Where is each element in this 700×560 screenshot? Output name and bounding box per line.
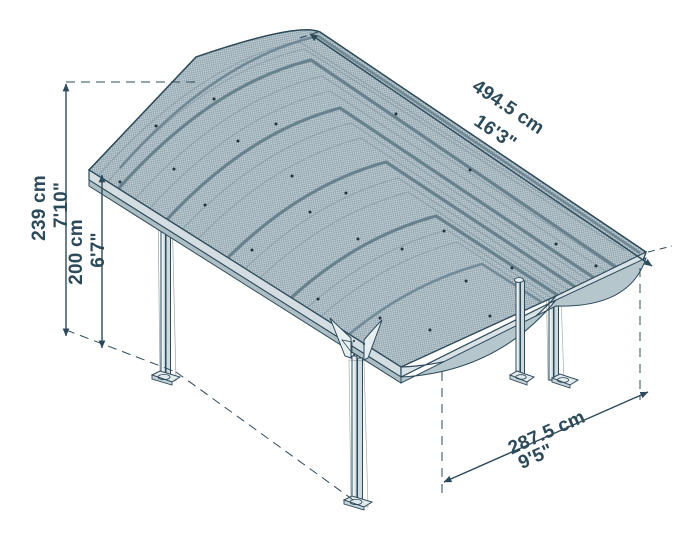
ext-line-ground (175, 371, 357, 503)
post-front-centre (329, 317, 383, 511)
dimline-length (309, 33, 653, 267)
label-overall-height-imperial: 7'10" (51, 182, 72, 228)
roof-panel-surface (87, 29, 647, 368)
ext-line-roof-top (299, 31, 319, 39)
label-overall-height-metric: 239 cm (29, 175, 50, 241)
post-front-right (508, 277, 536, 386)
roof-assembly (87, 29, 648, 384)
roof-arch-edge-shadow (400, 257, 647, 384)
roof-back-edge (195, 29, 647, 253)
post-back-right (545, 261, 580, 389)
ext-line-roof-right (647, 245, 673, 253)
label-clearance-height-metric: 200 cm (66, 219, 87, 285)
dimline-width (443, 391, 649, 483)
roof-left-arch-edge (88, 56, 197, 171)
dimension-lines (62, 31, 673, 503)
label-clearance-height-imperial: 6'7" (88, 232, 109, 267)
ext-line-ground-left (65, 329, 177, 373)
